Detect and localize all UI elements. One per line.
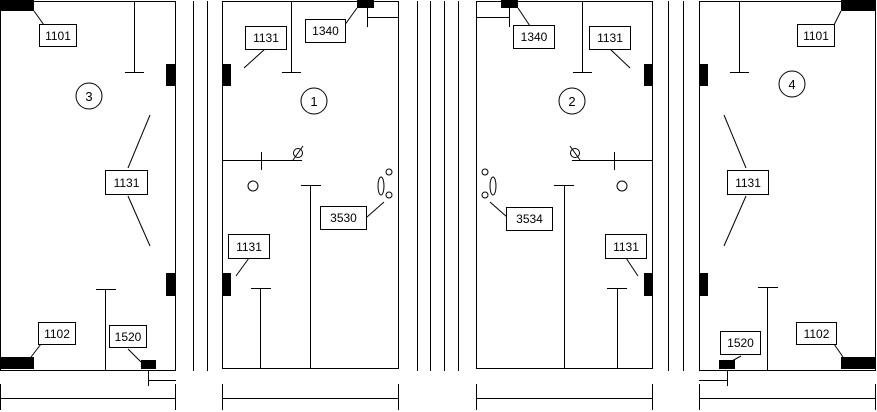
panel-4-label-1101-box: [797, 24, 835, 47]
panel-4-floor-lock: [719, 360, 735, 369]
panel-1-fixing-hole-bottom: [385, 191, 393, 199]
panel-3-bottom-corner-patch: [0, 357, 34, 369]
panel-4-label-1102-box: [796, 322, 837, 345]
panel-2-leader-1131-top: [609, 48, 631, 69]
panel-2-number: 2: [568, 94, 575, 109]
panel-4-label-1102: 1102: [804, 327, 830, 341]
panel-1-leader-3530: [366, 201, 385, 218]
panel-3-label-1101-box: [39, 24, 77, 47]
panel-3-floor-lock: [141, 360, 156, 369]
panel-2-label-1131-bottom-box: [605, 234, 647, 259]
panel-2-label-3534-box: [506, 207, 553, 231]
panel-1-leader-1131-top: [243, 48, 266, 69]
panel-2-fixing-hole-bottom: [481, 191, 489, 199]
panel-2-frame: [476, 1, 653, 369]
panel-3-label-1102-box: [38, 322, 76, 345]
panel-1-number: 1: [310, 94, 317, 109]
panel-1-fixing-hole-top: [385, 168, 393, 176]
panel-2: 1340 1131 3534 1131 2: [444, 0, 684, 410]
panel-4-leader-1520: [729, 355, 742, 363]
panel-3-label-1520-box: [109, 325, 147, 348]
panel-2-label-3534: 3534: [516, 212, 543, 226]
panel-3-leader-1101: [33, 10, 45, 26]
panel-3-label-1102: 1102: [44, 327, 70, 341]
panel-4-leader-1101: [833, 10, 842, 26]
panel-4-upper-hinge: [699, 64, 708, 86]
panel-2-leader-1131-bottom: [625, 257, 639, 277]
panel-4-bottom-corner-patch: [841, 357, 876, 369]
panel-2-lock-icon: [616, 180, 628, 192]
panel-1-frame: [222, 1, 399, 369]
panel-4-label-1131-box: [727, 170, 769, 195]
panel-4-leader-1131-top: [723, 114, 747, 169]
panel-3-number: 3: [85, 89, 92, 104]
panel-2-label-1131-bottom: 1131: [613, 240, 639, 254]
panel-3-number-circle: [75, 82, 103, 110]
panel-1-label-1131-bottom: 1131: [236, 240, 262, 254]
panel-1-label-1340-box: [305, 19, 346, 43]
panel-2-knob-icon: [570, 148, 580, 158]
panel-2-label-1340-box: [513, 25, 555, 49]
panel-3-label-1131-box: [105, 170, 148, 195]
panel-4-leader-1102: [833, 343, 844, 358]
panel-4-label-1101: 1101: [803, 29, 829, 43]
panel-4-label-1520-box: [720, 331, 761, 355]
panel-2-upper-hinge: [644, 64, 653, 86]
panel-3-lower-hinge: [166, 273, 175, 296]
panel-3-leader-1131-bottom: [127, 195, 151, 247]
panel-4: 1101 1131 1520 1102 4: [699, 0, 876, 410]
panel-3-label-1131: 1131: [114, 176, 140, 190]
panel-4-label-1520: 1520: [727, 336, 754, 350]
panel-3-label-1520: 1520: [115, 330, 142, 344]
panel-1-label-1131-bottom-box: [228, 234, 270, 259]
panel-4-leader-1131-bottom: [723, 195, 747, 247]
panel-1-label-1131-top-box: [245, 26, 287, 50]
panel-1-leader-1131-bottom: [235, 257, 250, 277]
panel-1-label-3530: 3530: [330, 211, 357, 225]
panel-2-label-1131-top-box: [589, 26, 631, 50]
panel-1-top-clamp: [357, 0, 374, 8]
panel-2-fixing-hole-top: [481, 168, 489, 176]
panel-2-wall-fixing-slot: [489, 176, 497, 196]
panel-2-label-1340: 1340: [521, 30, 548, 44]
panel-3-frame: [0, 1, 176, 371]
panel-4-top-corner-patch: [841, 0, 876, 11]
panel-4-lower-hinge: [699, 273, 708, 296]
panel-1-knob-icon: [293, 148, 303, 158]
panel-2-lower-hinge: [644, 273, 653, 296]
panel-2-leader-1340: [517, 7, 531, 27]
panel-3-leader-1102: [30, 343, 42, 358]
panel-2-knob-slash: [569, 145, 581, 161]
panel-3-leader-1131-top: [127, 114, 151, 169]
panel-1-label-1340: 1340: [312, 24, 339, 38]
panel-1-label-3530-box: [320, 206, 367, 230]
panel-4-frame: [699, 1, 876, 371]
panel-3: 1101 1102 1131 1520 3: [0, 0, 208, 410]
panel-2-top-clamp: [501, 0, 518, 8]
panel-3-label-1101: 1101: [45, 29, 71, 43]
panel-1-wall-fixing-slot: [377, 176, 385, 196]
panel-4-number-circle: [778, 70, 806, 98]
panel-4-label-1131: 1131: [735, 176, 761, 190]
panel-3-upper-hinge: [166, 64, 175, 86]
panel-3-top-corner-patch: [0, 0, 34, 11]
panel-1-upper-hinge: [222, 64, 231, 86]
panel-2-label-1131-top: 1131: [597, 31, 623, 45]
panel-1-lock-icon: [247, 180, 259, 192]
panel-3-leader-1520: [127, 348, 142, 363]
panel-1: 1131 1340 3530 1131 1: [222, 0, 431, 410]
panel-1-number-circle: [300, 87, 328, 115]
panel-2-number-circle: [558, 87, 586, 115]
panel-4-number: 4: [788, 77, 795, 92]
panel-1-knob-slash: [292, 145, 304, 161]
panel-1-lower-hinge: [222, 273, 231, 296]
panel-1-leader-1340: [343, 7, 358, 27]
panel-1-label-1131-top: 1131: [253, 31, 279, 45]
panel-2-leader-3534: [489, 201, 508, 218]
